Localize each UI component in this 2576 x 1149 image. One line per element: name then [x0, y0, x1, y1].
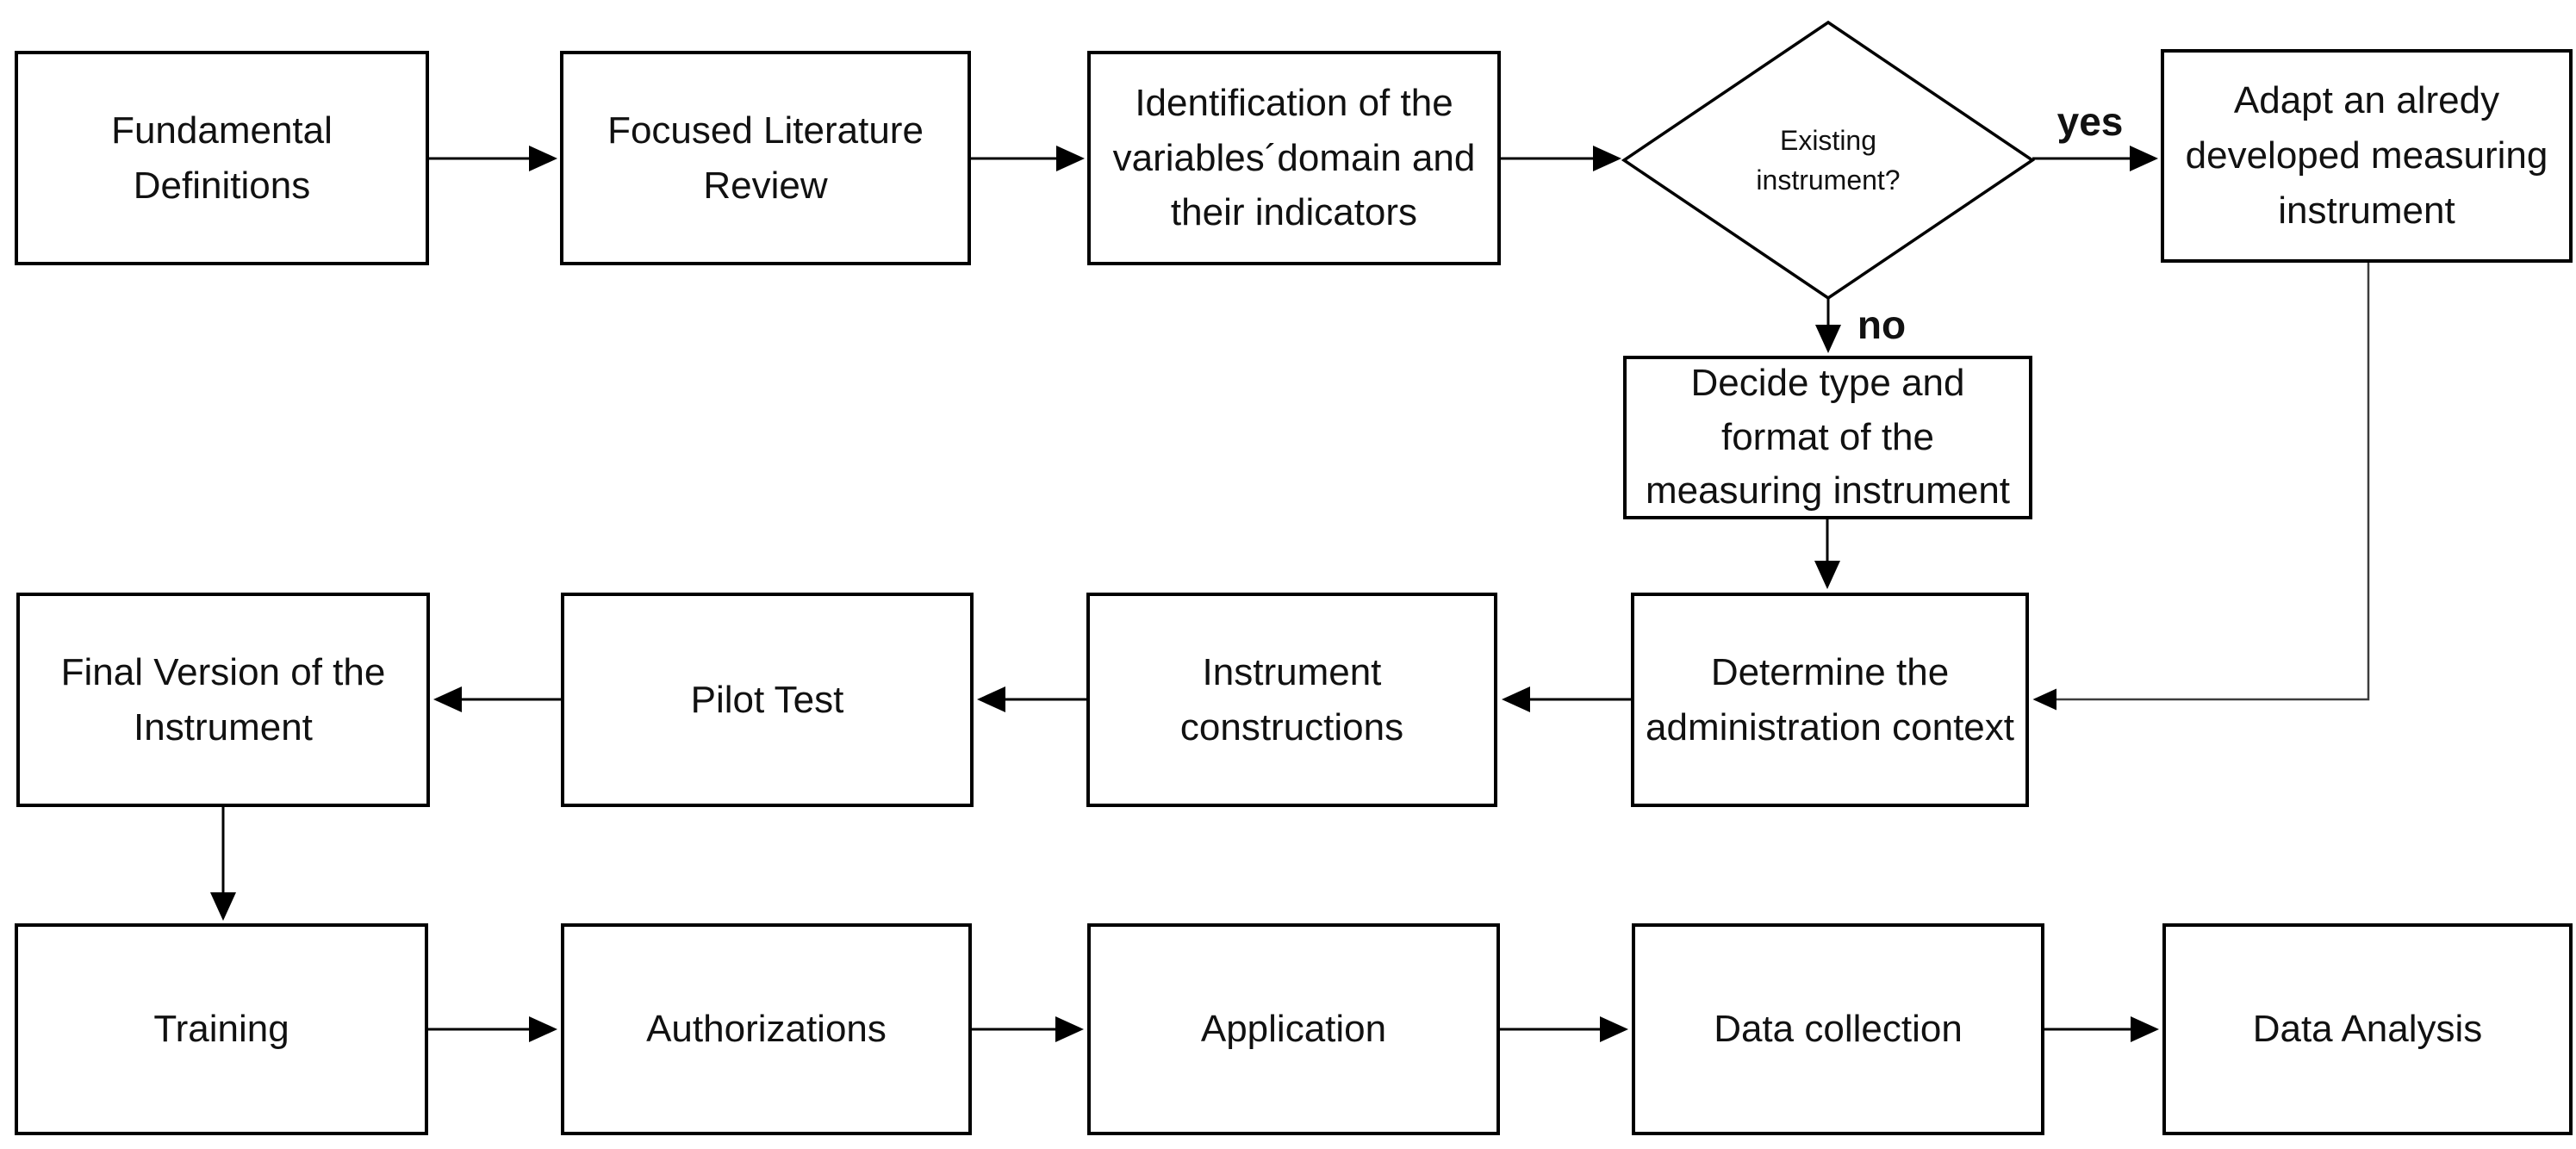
node-adapt-developed-instrument: Adapt an alredy developed measuring inst…: [2161, 49, 2573, 263]
decision-diamond-shape: [1621, 20, 2036, 301]
node-focused-literature-review: Focused Literature Review: [560, 51, 971, 265]
edge-label-no: no: [1857, 302, 1907, 347]
node-training: Training: [15, 923, 428, 1135]
edge-label-yes: yes: [2056, 99, 2124, 144]
node-pilot-test: Pilot Test: [561, 593, 974, 807]
node-fundamental-definitions: Fundamental Definitions: [15, 51, 429, 265]
decision-existing-instrument-label: Existing instrument?: [1756, 124, 1901, 196]
node-data-analysis: Data Analysis: [2162, 923, 2573, 1135]
node-authorizations: Authorizations: [561, 923, 972, 1135]
node-decide-type-format: Decide type and format of the measuring …: [1623, 356, 2032, 519]
node-determine-administration-context: Determine the administration context: [1631, 593, 2029, 807]
node-instrument-constructions: Instrument constructions: [1086, 593, 1497, 807]
node-final-version-instrument: Final Version of the Instrument: [16, 593, 430, 807]
node-data-collection: Data collection: [1632, 923, 2044, 1135]
node-identification-variables-domain: Identification of the variables´domain a…: [1087, 51, 1501, 265]
arrow-adapt-to-determine: [2032, 263, 2370, 711]
node-application: Application: [1087, 923, 1500, 1135]
